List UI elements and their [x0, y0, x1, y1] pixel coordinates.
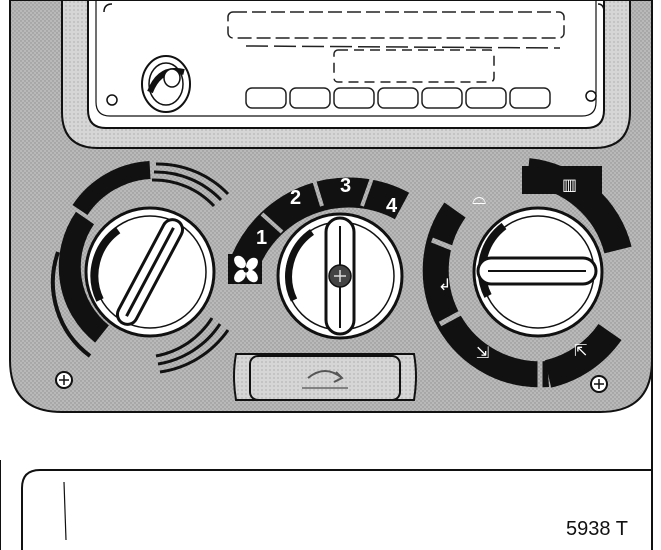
recirculation-icon [307, 370, 344, 383]
fan-speed-arc [232, 177, 410, 267]
volume-knob [141, 55, 191, 113]
temperature-hot-arc [151, 162, 230, 374]
face-floor-vent-icon: ⇲ [476, 343, 489, 362]
radio-screw-hole [585, 90, 597, 102]
radio-screw-hole [106, 94, 118, 106]
lower-compartment [0, 460, 652, 550]
radio-unit [61, 0, 631, 149]
cassette-slot [227, 11, 565, 39]
temperature-control [50, 161, 230, 374]
face-vent-icon: ↲ [438, 275, 451, 294]
panel-screw [590, 375, 608, 393]
figure-reference-code: 5938 T [566, 518, 628, 540]
recirculation-button[interactable] [233, 353, 417, 401]
fan-speed-label: 4 [386, 195, 398, 217]
air-distribution-control: ⌓ ▥ ↲ ⇲ ⇱ [422, 158, 632, 388]
radio-display [333, 49, 495, 83]
panel-screw [55, 371, 73, 389]
fan-icon [234, 255, 258, 283]
fan-speed-label: 2 [290, 187, 301, 209]
preset-buttons [245, 87, 551, 109]
rear-window-heat-icon: ▥ [562, 175, 577, 194]
windscreen-defrost-icon: ⌓ [472, 188, 486, 209]
fan-speed-label: 3 [340, 175, 351, 197]
temperature-cold-arc [58, 211, 110, 343]
floor-vent-icon: ⇱ [574, 341, 587, 360]
fan-speed-label: 1 [256, 227, 267, 249]
fan-speed-control: 1 2 3 4 [228, 175, 410, 340]
